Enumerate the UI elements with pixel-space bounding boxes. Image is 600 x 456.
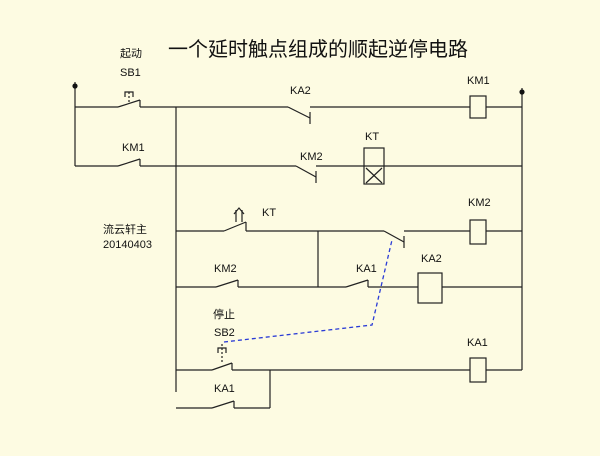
row-4 — [176, 272, 522, 304]
sb1-start-button — [117, 91, 141, 108]
row-3 — [176, 207, 522, 287]
km1-contact-label: KM1 — [122, 142, 145, 154]
row-1 — [75, 91, 522, 124]
author-name: 流云轩主 — [103, 222, 147, 236]
km1-coil — [469, 95, 487, 119]
kt-contact-label: KT — [262, 207, 276, 219]
row-2 — [74, 107, 522, 185]
row-5 — [176, 344, 522, 383]
left-power-rail — [72, 82, 78, 107]
ka1-seal-contact-label: KA1 — [214, 383, 235, 395]
km2-nc-contact — [295, 165, 317, 183]
km1-no-contact — [117, 158, 141, 167]
right-power-rail — [519, 88, 525, 370]
author-date: 20140403 — [103, 239, 152, 251]
ka2-coil — [417, 272, 443, 304]
sb1-label: SB1 — [120, 67, 141, 79]
sb2-label: SB2 — [214, 327, 235, 339]
ka1-contact-label: KA1 — [356, 263, 377, 275]
km2-contact-label: KM2 — [300, 151, 323, 163]
ka1-coil — [469, 357, 487, 383]
ka1-nc-contact — [383, 230, 405, 248]
km2-no-contact — [215, 279, 239, 288]
row-6 — [176, 370, 271, 409]
stop-label: 停止 — [213, 307, 235, 321]
kt-coil-label: KT — [365, 131, 379, 143]
km2-coil — [469, 219, 487, 245]
right-terminal-dot — [519, 89, 525, 95]
ka1-no-contact — [345, 279, 369, 288]
km2-coil-label: KM2 — [468, 197, 491, 209]
diagram-title: 一个延时触点组成的顺起逆停电路 — [168, 38, 468, 61]
km1-coil-label: KM1 — [467, 75, 490, 87]
sb2-stop-button — [211, 344, 233, 371]
left-terminal-dot — [72, 83, 78, 89]
ka2-nc-contact — [287, 106, 311, 124]
kt-timer-coil — [363, 147, 385, 185]
kt-delay-contact — [223, 207, 247, 232]
ka1-coil-label: KA1 — [467, 337, 488, 349]
start-label: 起动 — [120, 47, 142, 60]
km2-no-contact-label: KM2 — [214, 263, 237, 275]
ka2-coil-label: KA2 — [421, 253, 442, 265]
ka2-contact-label: KA2 — [290, 85, 311, 97]
ka1-seal-contact — [211, 400, 235, 409]
mechanical-linkage — [223, 239, 393, 343]
